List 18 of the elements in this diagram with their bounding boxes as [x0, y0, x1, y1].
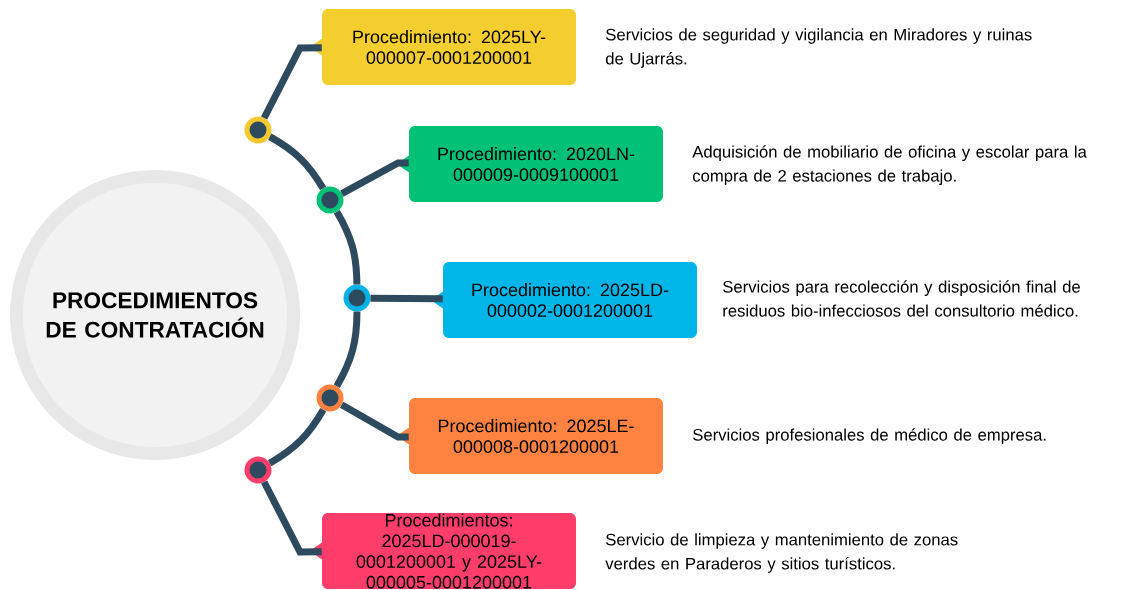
description-text: Servicio de limpieza y mantenimiento de zonas verdes en Paraderos y sitios turísticos.	[605, 533, 958, 573]
connector-line	[268, 133, 327, 191]
junction-dot	[244, 456, 272, 484]
description-text: Servicios para recolección y disposición final de residuos bio-infecciosos del consultorio médico.	[723, 280, 1080, 317]
junction-dot	[316, 186, 344, 214]
procedure-box: Procedimiento: 2020LN-000009-0009100001	[396, 126, 663, 202]
connector-line	[333, 311, 361, 389]
description-text: Servicios profesionales de médico de empresa.	[693, 428, 1046, 444]
procedure-box: Procedimiento: 2025LE-000008-0001200001	[396, 398, 663, 474]
description-text: Adquisición de mobiliario de oficina y escolar para la compra de 2 estaciones de trabajo.	[692, 145, 1087, 185]
junction-dot	[316, 384, 344, 412]
junction-dot	[343, 284, 371, 312]
connector-line	[267, 407, 327, 467]
procedure-box: Procedimiento: 2025LY-000007-0001200001	[309, 9, 576, 85]
description-text: Servicios de seguridad y vigilancia en Miradores y ruinas de Ujarrás.	[605, 28, 1032, 68]
junction-dot	[244, 116, 272, 144]
procedure-box: Procedimientos: 2025LD-000019-0001200001 y 2025LY-000005-0001200001	[309, 513, 576, 589]
procedure-box: Procedimiento: 2025LD-000002-0001200001	[430, 262, 697, 338]
